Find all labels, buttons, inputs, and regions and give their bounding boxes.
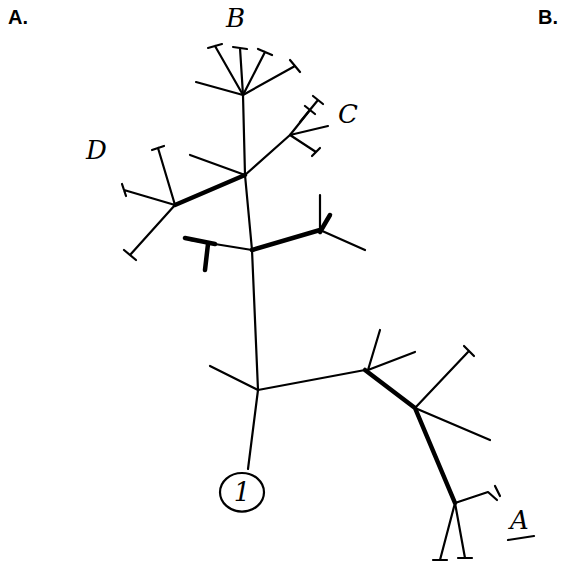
thick-branch [365, 370, 455, 503]
node-text: 1 [218, 471, 266, 507]
branch [122, 184, 175, 205]
branch-label: B [226, 4, 245, 33]
branch-label: D [86, 136, 107, 165]
branch [210, 366, 258, 390]
branch [152, 146, 175, 205]
thick-branch [320, 215, 330, 232]
branch-label: A [510, 506, 529, 535]
circled-number: 1 [218, 471, 266, 514]
panel-label: B. [538, 6, 558, 28]
branch [258, 370, 365, 390]
branch [243, 60, 300, 95]
branch-label: C [338, 100, 358, 129]
branch [300, 96, 323, 122]
branch [290, 126, 328, 156]
label-underline [508, 536, 534, 540]
branch [124, 205, 175, 260]
thick-branch [175, 175, 245, 205]
branch [455, 486, 500, 503]
branch [415, 346, 474, 408]
branch [455, 503, 472, 558]
branch [433, 503, 455, 560]
trunk [243, 95, 258, 469]
panel-label: A. [8, 6, 28, 28]
branch [190, 155, 245, 175]
branch [196, 82, 243, 95]
branch [368, 330, 415, 370]
thick-branch [185, 238, 215, 270]
branch [233, 47, 247, 95]
branch [320, 195, 365, 250]
thick-branch [252, 230, 320, 250]
